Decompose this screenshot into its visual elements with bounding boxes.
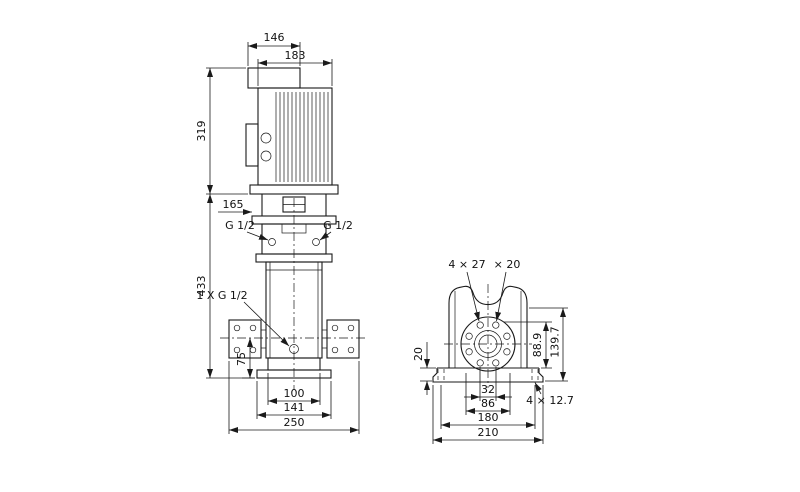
flange-bolt-hole: [347, 324, 355, 332]
label-bolt-depth: × 20: [494, 258, 521, 271]
flange-bolt-hole: [347, 346, 355, 354]
seal-housing: [281, 223, 307, 234]
ext-88-9: [504, 321, 552, 369]
saddle-inner-walls: [454, 291, 522, 368]
leader-bolt-depth: [495, 271, 507, 322]
label-gauge-port-right: G 1/2: [323, 219, 353, 232]
base-plate: [432, 368, 544, 383]
motor: [245, 67, 339, 195]
dim-pipe-od: 88.9: [531, 333, 544, 358]
cable-entry-top: [260, 132, 272, 144]
sleeve: [265, 261, 323, 359]
flange-bolt-hole: [249, 346, 257, 354]
label-bolt-holes: 4 × 27: [448, 258, 485, 271]
ext-20: [420, 367, 436, 382]
bolt-hole: [492, 321, 500, 329]
dim-anchor-pitch: 180: [478, 411, 499, 424]
bolt-hole: [492, 359, 500, 367]
ext-180: [440, 385, 536, 429]
end-view: 4 × 27 × 20 20 88.9 139.7 32: [412, 258, 574, 444]
drain-plug: [289, 344, 299, 354]
fan-cover: [247, 67, 301, 89]
ext-250: [228, 361, 360, 434]
end-base: [432, 367, 544, 383]
dim-head-offset: 165: [223, 198, 244, 211]
flange-bolt-hole: [233, 346, 241, 354]
sleeve-lines: [266, 262, 322, 358]
side-view-dimensions: 146 183 319 433 165 G 1/2 G 1/2 1 X G 1/…: [195, 31, 360, 434]
dim-axis-height: 75: [235, 352, 248, 366]
motor-fins: [275, 92, 329, 182]
dim-pump-height: 433: [195, 276, 208, 297]
motor-body: [257, 87, 333, 186]
stool-walls: [261, 194, 327, 216]
dim-motor-height: 319: [195, 121, 208, 142]
leader-port-right: [319, 231, 332, 241]
base-foot: [256, 369, 332, 379]
flange-right: [326, 319, 360, 359]
leader-bolt-holes: [466, 271, 480, 322]
cable-entry-bottom: [260, 150, 272, 162]
dim-fan-cover-width: 146: [264, 31, 285, 44]
leader-drain: [243, 301, 290, 347]
ext-210: [432, 385, 544, 444]
flange-od: [460, 316, 516, 372]
bolt-hole: [476, 359, 484, 367]
bolt-hole: [476, 321, 484, 329]
flange-raised-face: [474, 330, 502, 358]
label-anchor-slots: 4 × 12.7: [526, 394, 574, 407]
label-drain-port: 1 X G 1/2: [196, 289, 247, 302]
pump-base: [256, 357, 332, 379]
gauge-plug-left: [268, 238, 276, 246]
dim-foot-width: 141: [284, 401, 305, 414]
dim-bolt-circle: 86: [481, 397, 495, 410]
flange-neck-left: [260, 329, 267, 349]
flange-neck-right: [321, 329, 328, 349]
port-flange: [460, 316, 516, 372]
gauge-plug-right: [312, 238, 320, 246]
dim-motor-width: 183: [285, 49, 306, 62]
end-view-dimensions: 4 × 27 × 20 20 88.9 139.7 32: [412, 258, 574, 444]
dim-port-height: 139.7: [549, 326, 562, 358]
bolt-hole: [465, 332, 473, 340]
bolt-hole: [503, 348, 511, 356]
flange-bolt-hole: [331, 346, 339, 354]
side-view: 146 183 319 433 165 G 1/2 G 1/2 1 X G 1/…: [195, 31, 368, 434]
bolt-hole: [503, 332, 511, 340]
flange-bore: [478, 334, 498, 354]
bolt-hole: [465, 348, 473, 356]
terminal-box: [245, 123, 259, 167]
leader-port-left: [246, 231, 269, 241]
saddle: [448, 285, 528, 368]
dim-base-top-width: 100: [284, 387, 305, 400]
dim-hole-pitch: 32: [481, 383, 495, 396]
flange-bolt-hole: [331, 324, 339, 332]
motor-stool: [251, 194, 337, 225]
motor-flange: [249, 184, 339, 195]
dim-base-width: 210: [478, 426, 499, 439]
pump-sleeve: [228, 261, 360, 359]
label-gauge-port-left: G 1/2: [225, 219, 255, 232]
dim-base-plate-height: 20: [412, 347, 425, 361]
flange-bolt-hole: [249, 324, 257, 332]
flange-bolt-hole: [233, 324, 241, 332]
leader-anchor-slots: [534, 382, 542, 395]
ext-319: [206, 67, 248, 195]
dim-flange-span: 250: [284, 416, 305, 429]
saddle-outline: [448, 285, 528, 368]
